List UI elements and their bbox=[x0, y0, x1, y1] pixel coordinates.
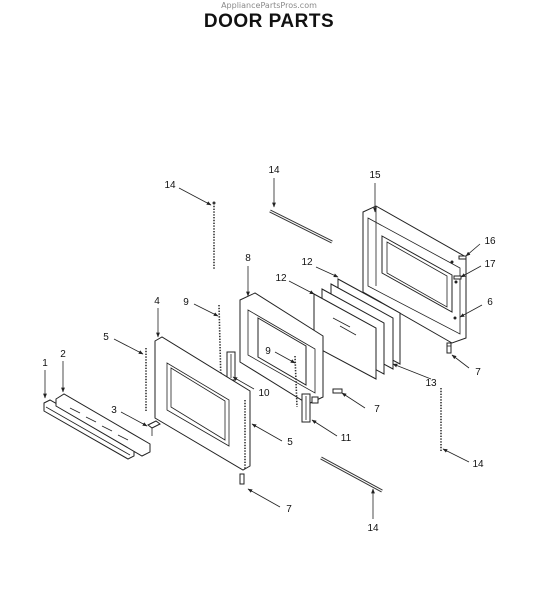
part-17-screw bbox=[453, 275, 462, 280]
callout-9-left: 9 bbox=[183, 297, 189, 308]
callout-3: 3 bbox=[111, 405, 117, 416]
watermark-text: AppliancePartsPros.com bbox=[221, 1, 317, 10]
callout-4: 4 bbox=[154, 296, 160, 307]
part-14-gasket-bottom bbox=[320, 456, 383, 493]
part-7-screw-middle bbox=[332, 388, 343, 394]
callout-7-middle: 7 bbox=[374, 404, 380, 415]
callout-16: 16 bbox=[484, 236, 496, 247]
callout-12-upper: 12 bbox=[301, 257, 313, 268]
callout-17: 17 bbox=[484, 259, 496, 270]
part-9-side-trim-left bbox=[218, 304, 222, 385]
callout-10: 10 bbox=[258, 388, 270, 399]
part-4-outer-door bbox=[154, 336, 251, 471]
callout-14-top: 14 bbox=[268, 165, 280, 176]
part-7-screw-right bbox=[446, 342, 452, 354]
part-16-screw bbox=[458, 255, 467, 260]
callout-5-left: 5 bbox=[103, 332, 109, 343]
part-1-handle bbox=[43, 399, 135, 460]
part-9-side-trim-right bbox=[294, 355, 298, 408]
part-3-bracket bbox=[147, 420, 161, 436]
callout-13: 13 bbox=[425, 378, 437, 389]
part-14-gasket-left bbox=[212, 201, 216, 270]
part-8-door-frame bbox=[239, 292, 324, 405]
part-10-hinge bbox=[226, 351, 236, 381]
callout-7-right: 7 bbox=[475, 367, 481, 378]
callout-14-right: 14 bbox=[472, 459, 484, 470]
callout-15: 15 bbox=[369, 170, 381, 181]
callout-9-right: 9 bbox=[265, 346, 271, 357]
part-15-inner-door bbox=[362, 205, 467, 344]
callout-5-right: 5 bbox=[287, 437, 293, 448]
part-11-hinge bbox=[301, 393, 319, 423]
callout-6: 6 bbox=[487, 297, 493, 308]
callout-labels: 14 14 15 16 17 6 7 8 12 12 13 9 9 10 7 1… bbox=[42, 165, 496, 534]
callout-12-lower: 12 bbox=[275, 273, 287, 284]
part-12-glass-panels bbox=[313, 288, 385, 380]
part-14-gasket-top bbox=[269, 209, 333, 244]
callout-14-left: 14 bbox=[164, 180, 176, 191]
part-7-screw-bottom bbox=[239, 473, 245, 485]
callout-7-bottom: 7 bbox=[286, 504, 292, 515]
callout-8: 8 bbox=[245, 253, 251, 264]
page-title: DOOR PARTS bbox=[203, 11, 335, 32]
leader-lines bbox=[43, 178, 483, 519]
callout-2: 2 bbox=[60, 349, 66, 360]
callout-1: 1 bbox=[42, 358, 48, 369]
callout-14-bottom: 14 bbox=[367, 523, 379, 534]
callout-11: 11 bbox=[341, 433, 352, 444]
part-2-control-trim bbox=[55, 393, 151, 457]
